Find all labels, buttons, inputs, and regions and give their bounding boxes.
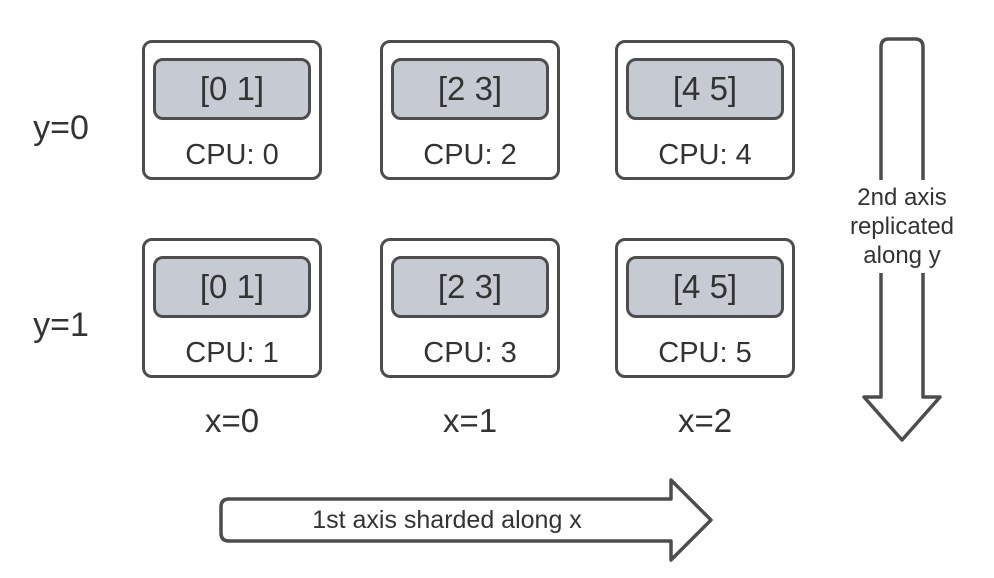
y-axis-arrow-label: 2nd axis replicated along y <box>839 180 965 273</box>
device-box-cpu3: [2 3] CPU: 3 <box>380 238 560 378</box>
col-label-x0: x=0 <box>204 402 260 439</box>
right-arrow-icon <box>219 478 713 562</box>
cpu-label: CPU: 5 <box>658 337 752 369</box>
x-axis-arrow-label: 1st axis sharded along x <box>312 506 582 534</box>
cpu-label: CPU: 2 <box>423 139 517 171</box>
shard-value: [2 3] <box>391 58 549 120</box>
row-label-y1: y=1 <box>33 306 89 344</box>
shard-value: [2 3] <box>391 256 549 318</box>
cpu-label: CPU: 1 <box>185 337 279 369</box>
y-axis-arrow-label-line: replicated <box>849 213 955 240</box>
device-box-cpu5: [4 5] CPU: 5 <box>615 238 795 378</box>
cpu-label: CPU: 4 <box>658 139 752 171</box>
shard-value: [0 1] <box>153 58 311 120</box>
cpu-label: CPU: 0 <box>185 139 279 171</box>
col-label-x2: x=2 <box>677 402 733 439</box>
shard-value: [4 5] <box>626 58 784 120</box>
col-label-x1: x=1 <box>442 402 498 439</box>
device-box-cpu4: [4 5] CPU: 4 <box>615 40 795 180</box>
row-label-y0: y=0 <box>33 109 89 147</box>
y-axis-arrow-label-line: 2nd axis <box>857 184 947 211</box>
device-box-cpu2: [2 3] CPU: 2 <box>380 40 560 180</box>
device-box-cpu0: [0 1] CPU: 0 <box>142 40 322 180</box>
shard-value: [4 5] <box>626 256 784 318</box>
y-axis-arrow-label-line: along y <box>863 242 941 269</box>
shard-value: [0 1] <box>153 256 311 318</box>
device-box-cpu1: [0 1] CPU: 1 <box>142 238 322 378</box>
cpu-label: CPU: 3 <box>423 337 517 369</box>
